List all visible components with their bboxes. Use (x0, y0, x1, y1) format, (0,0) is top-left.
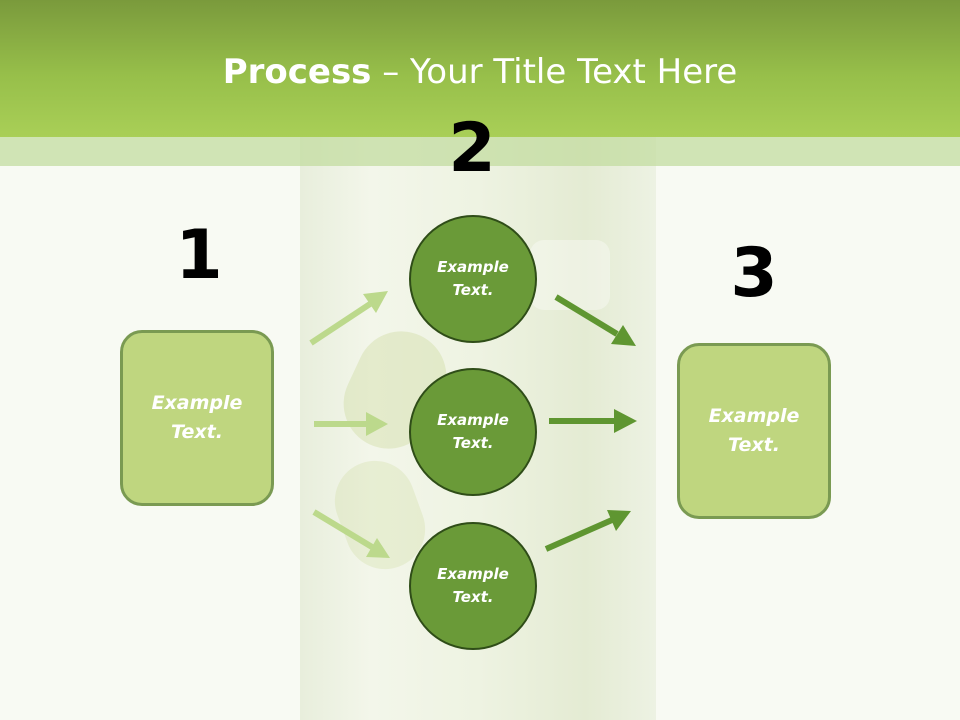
title-rest: – Your Title Text Here (371, 52, 738, 92)
circle-middle-text-line1: Example (437, 411, 509, 429)
slide-title: Process – Your Title Text Here (0, 52, 960, 92)
circle-middle-text-line2: Text. (452, 434, 494, 452)
step-number-3: 3 (730, 234, 778, 313)
arrow-to-top-circle (309, 291, 388, 346)
step-3-text-line1: Example (708, 405, 800, 427)
arrow-from-middle-circle (549, 409, 637, 433)
step-number-2: 2 (448, 109, 496, 188)
title-bold: Process (222, 52, 372, 92)
arrow-to-bottom-circle (312, 509, 390, 558)
step-number-1: 1 (175, 216, 223, 295)
step-3-text-line2: Text. (728, 434, 780, 456)
circle-bottom-text-line2: Text. (452, 588, 494, 606)
arrow-from-top-circle (554, 294, 636, 346)
arrow-from-bottom-circle (544, 510, 631, 552)
circle-top-text-line2: Text. (452, 281, 494, 299)
ice-cube (530, 240, 610, 310)
step-1-text-line2: Text. (171, 421, 223, 443)
header-bar (0, 0, 960, 137)
circle-top-text-line1: Example (437, 258, 509, 276)
header-band (0, 137, 960, 166)
arrow-to-middle-circle (314, 412, 388, 436)
step-1-text-line1: Example (151, 392, 243, 414)
circle-bottom-text-line1: Example (437, 565, 509, 583)
